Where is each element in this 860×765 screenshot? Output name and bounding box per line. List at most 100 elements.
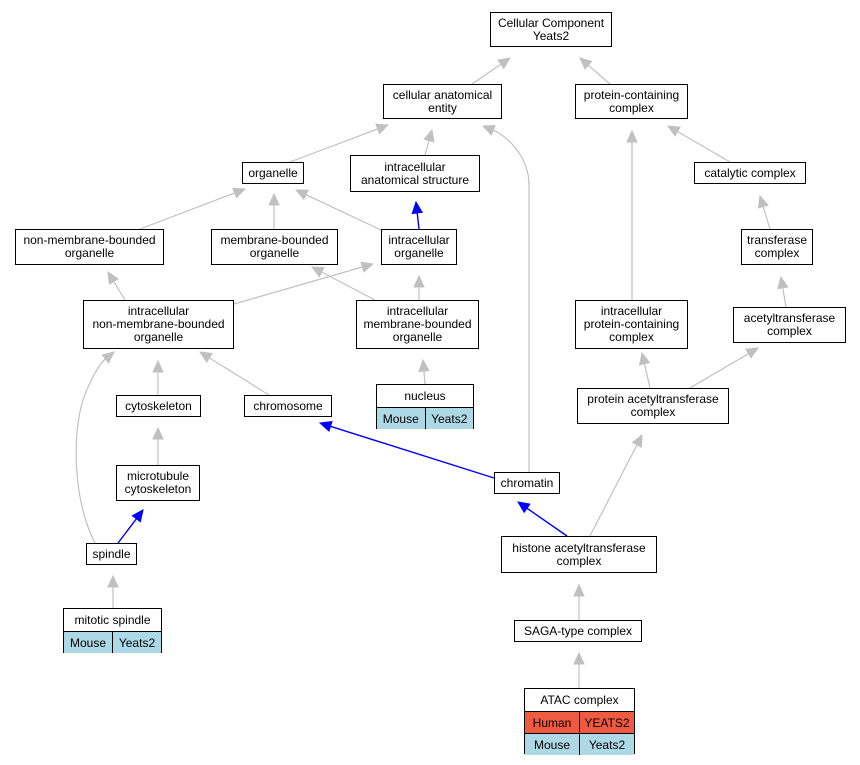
species-cell: Mouse — [377, 408, 425, 429]
edge-non-membrane-bounded-organelle-to-organelle — [139, 187, 247, 230]
node-chromatin[interactable]: chromatin — [494, 472, 560, 494]
node-intracellular-protein-containing-complex[interactable]: intracellular protein-containing complex — [575, 300, 688, 349]
edge-line — [677, 130, 731, 163]
species-cell: Human — [525, 712, 579, 733]
edge-line — [424, 140, 430, 156]
edge-intracellular-anatomical-structure-to-cellular-anatomical-entity — [423, 128, 435, 156]
node-transferase-complex[interactable]: transferase complex — [741, 229, 813, 265]
edge-arrowhead — [631, 433, 643, 448]
species-cell: Mouse — [525, 734, 579, 755]
edge-line — [416, 212, 420, 230]
node-microtubule-cytoskeleton[interactable]: microtubule cytoskeleton — [116, 465, 200, 501]
edge-arrowhead — [232, 187, 247, 199]
edge-line — [471, 63, 502, 85]
edge-line — [782, 287, 787, 308]
node-intracellular-organelle[interactable]: intracellular organelle — [381, 229, 457, 265]
edge-membrane-bounded-organelle-to-organelle — [268, 192, 280, 229]
edge-catalytic-complex-to-protein-containing-complex — [666, 125, 731, 163]
annotation-row: Human YEATS2 — [525, 712, 634, 733]
node-acetyltransferase-complex[interactable]: acetyltransferase complex — [733, 307, 846, 343]
edge-spindle-to-microtubule-cytoskeleton — [117, 509, 144, 544]
edge-chromatin-to-chromosome — [318, 420, 495, 479]
edge-arrowhead — [666, 125, 681, 137]
node-protein-acetyltransferase-complex[interactable]: protein acetyltransferase complex — [577, 388, 729, 424]
node-cytoskeleton[interactable]: cytoskeleton — [116, 395, 201, 417]
edge-intracellular-membrane-bounded-organelle-to-intracellular-organelle — [413, 274, 425, 300]
edge-spindle-to-intracellular-non-membrane-bounded-organelle — [75, 351, 115, 544]
annotation-row: Mouse Yeats2 — [377, 408, 473, 429]
edge-line — [589, 444, 638, 537]
edge-arrowhead — [107, 574, 119, 588]
edge-line — [289, 128, 378, 163]
node-intracellular-non-membrane-bounded-organelle[interactable]: intracellular non-membrane-bounded organ… — [83, 300, 234, 349]
edge-arrowhead — [101, 351, 115, 364]
edge-acetyltransferase-complex-to-transferase-complex — [777, 275, 789, 308]
edge-arrowhead — [777, 275, 789, 290]
edge-histone-acetyltransferase-complex-to-chromatin — [517, 501, 568, 537]
edge-intracellular-membrane-bounded-organelle-to-membrane-bounded-organelle — [310, 266, 376, 301]
edge-line — [117, 518, 137, 544]
edge-arrowhead — [626, 129, 638, 143]
edge-mitotic-spindle-to-spindle — [107, 574, 119, 608]
edge-line — [330, 425, 495, 479]
edge-chromosome-to-intracellular-non-membrane-bounded-organelle — [198, 351, 270, 396]
node-root[interactable]: Cellular Component Yeats2 — [490, 12, 612, 47]
node-organelle[interactable]: organelle — [242, 162, 304, 184]
edge-arrowhead — [131, 509, 144, 523]
node-atac-complex-label: ATAC complex — [525, 689, 634, 712]
edge-cellular-anatomical-entity-to-root — [471, 57, 511, 85]
node-spindle[interactable]: spindle — [86, 543, 137, 565]
edge-line — [643, 363, 651, 389]
edge-arrowhead — [418, 358, 430, 372]
edge-arrowhead — [360, 261, 375, 273]
edge-arrowhead — [318, 420, 333, 432]
edge-arrowhead — [573, 583, 585, 597]
edge-arrowhead — [198, 351, 213, 363]
edge-chromatin-to-cellular-anatomical-entity — [481, 125, 530, 472]
node-protein-containing-complex[interactable]: protein-containing complex — [575, 84, 688, 119]
node-saga-type-complex[interactable]: SAGA-type complex — [514, 620, 642, 642]
node-mitotic-spindle[interactable]: mitotic spindle Mouse Yeats2 — [63, 608, 162, 653]
annotation-row: Mouse Yeats2 — [64, 632, 161, 653]
gene-cell: Yeats2 — [424, 408, 473, 429]
node-nucleus-label: nucleus — [377, 385, 473, 408]
edge-arrowhead — [413, 274, 425, 288]
edge-arrowhead — [152, 426, 164, 440]
edge-arrowhead — [517, 501, 531, 514]
gene-cell: Yeats2 — [579, 734, 634, 755]
edge-transferase-complex-to-catalytic-complex — [757, 194, 771, 230]
node-histone-acetyltransferase-complex[interactable]: histone acetyltransferase complex — [501, 536, 657, 573]
edge-arrowhead — [481, 125, 496, 136]
node-atac-complex[interactable]: ATAC complex Human YEATS2 Mouse Yeats2 — [524, 688, 635, 755]
edge-arrowhead — [757, 194, 769, 209]
edge-line — [492, 129, 530, 472]
edge-arrowhead — [152, 359, 164, 373]
node-nucleus[interactable]: nucleus Mouse Yeats2 — [376, 384, 474, 429]
node-chromosome[interactable]: chromosome — [244, 395, 332, 417]
node-membrane-bounded-organelle[interactable]: membrane-bounded organelle — [211, 229, 338, 265]
edge-intracellular-organelle-to-organelle — [294, 189, 382, 231]
edge-arrowhead — [638, 351, 651, 366]
node-non-membrane-bounded-organelle[interactable]: non-membrane-bounded organelle — [15, 229, 164, 265]
edge-microtubule-cytoskeleton-to-cytoskeleton — [152, 426, 164, 465]
edge-arrowhead — [423, 128, 435, 143]
node-intracellular-membrane-bounded-organelle[interactable]: intracellular membrane-bounded organelle — [356, 300, 479, 349]
annotation-row: Mouse Yeats2 — [525, 733, 634, 755]
edge-arrowhead — [268, 192, 280, 206]
edge-line — [587, 64, 611, 85]
edge-protein-acetyltransferase-complex-to-intracellular-protein-containing-complex — [638, 351, 651, 389]
gene-cell: Yeats2 — [112, 632, 161, 653]
edge-intracellular-protein-containing-complex-to-protein-containing-complex — [626, 129, 638, 300]
edge-arrowhead — [411, 200, 424, 215]
node-intracellular-anatomical-structure[interactable]: intracellular anatomical structure — [350, 155, 480, 192]
node-cellular-anatomical-entity[interactable]: cellular anatomical entity — [383, 84, 502, 119]
node-mitotic-spindle-label: mitotic spindle — [64, 609, 161, 632]
edge-arrowhead — [375, 123, 390, 135]
edge-line — [423, 370, 426, 385]
edge-arrowhead — [310, 266, 325, 278]
node-catalytic-complex[interactable]: catalytic complex — [694, 162, 806, 184]
edge-histone-acetyltransferase-complex-to-protein-acetyltransferase-complex — [589, 433, 643, 537]
species-cell: Mouse — [64, 632, 112, 653]
gene-cell: YEATS2 — [579, 712, 634, 733]
